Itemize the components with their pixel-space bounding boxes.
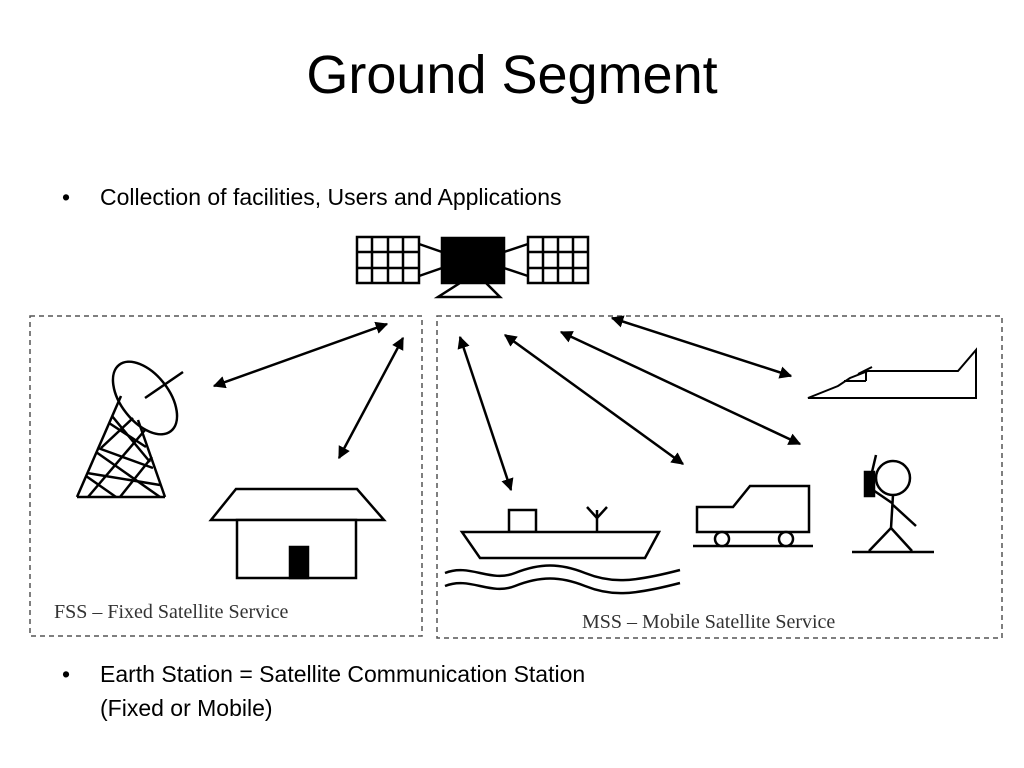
ship-icon [444, 506, 681, 595]
bullet-marker: • [62, 661, 71, 687]
page-title: Ground Segment [306, 45, 718, 105]
house-icon [208, 487, 387, 580]
mss-label: MSS – Mobile Satellite Service [582, 611, 835, 633]
mss-box [436, 315, 1003, 639]
fss-box [29, 315, 423, 637]
truck-icon [693, 484, 813, 548]
dish-antenna-icon [75, 360, 184, 499]
person-icon [852, 454, 934, 554]
bullet-marker: • [62, 184, 71, 210]
airplane-icon [807, 347, 977, 399]
bullet-text: Earth Station = Satellite Communication … [100, 661, 586, 687]
bullet-continuation: (Fixed or Mobile) [100, 695, 273, 721]
satellite-icon [355, 235, 590, 299]
bullet-text: Collection of facilities, Users and Appl… [100, 184, 562, 210]
fss-label: FSS – Fixed Satellite Service [54, 601, 289, 623]
link-arrows [212, 315, 802, 492]
